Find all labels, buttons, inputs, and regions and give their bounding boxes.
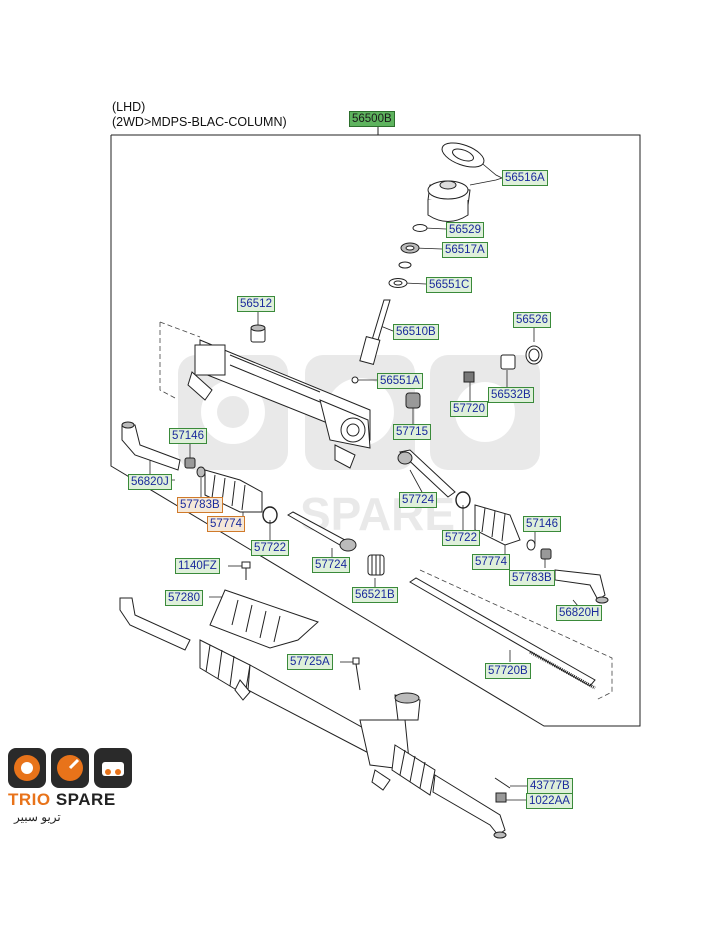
part-label[interactable]: 56516A [502,170,548,186]
cotter-pin-and-nut [494,777,511,803]
part-label[interactable]: 57146 [169,428,207,444]
part-label[interactable]: 57774 [207,516,245,532]
part-label[interactable]: 57720 [450,401,488,417]
part-label[interactable]: 56551A [377,373,423,389]
part-label[interactable]: 57725A [287,654,333,670]
part-label[interactable]: 57720B [485,663,531,679]
part-label[interactable]: 56529 [446,222,484,238]
part-label[interactable]: 56510B [393,324,439,340]
part-label[interactable]: 57715 [393,424,431,440]
seal-rings [388,224,428,288]
pinion-cover-assembly [427,142,485,222]
part-label[interactable]: 57146 [523,516,561,532]
inner-tie-rods [287,449,456,552]
dashed-outline [159,321,613,701]
part-label[interactable]: 1140FZ [175,558,220,574]
lower-assembly [119,597,507,839]
header-region: (LHD) [112,100,146,114]
part-label[interactable]: 56512 [237,296,275,312]
part-label[interactable]: 56526 [513,312,551,328]
right-tie-rod-end [554,569,609,604]
rack-housing [187,339,371,469]
assembly-frame [110,126,641,727]
part-label[interactable]: 57783B [177,497,223,513]
clamp-rings [262,491,471,524]
logo-icons [8,748,132,788]
part-label[interactable]: 43777B [527,778,573,794]
bolt-1140FZ [241,561,251,580]
bearing-56521B [367,554,385,576]
part-label[interactable]: 56521B [352,587,398,603]
pinion-shaft [359,299,391,365]
heat-protector [209,589,319,649]
part-label[interactable]: 57783B [509,570,555,586]
part-label-main[interactable]: 56500B [349,111,395,127]
bolt-57725A [352,657,361,691]
part-label[interactable]: 57774 [472,554,510,570]
right-boot [474,504,552,560]
part-label[interactable]: 57280 [165,590,203,606]
part-label[interactable]: 56532B [488,387,534,403]
bushing-56512 [250,324,266,343]
logo-arabic: تريو سبير [14,810,61,824]
part-label[interactable]: 56551C [426,277,473,293]
part-label[interactable]: 57722 [442,530,480,546]
part-label[interactable]: 57722 [251,540,289,556]
part-label[interactable]: 56517A [442,242,488,258]
rack-bar [409,577,596,690]
logo-wordmark: TRIO SPARE [8,790,116,809]
part-label[interactable]: 56820H [556,605,603,621]
part-label[interactable]: 57724 [312,557,350,573]
part-label[interactable]: 56820J [128,474,172,490]
brand-logo: TRIO SPARE تريو سبير [8,748,132,828]
header-spec: (2WD>MDPS-BLAC-COLUMN) [112,115,287,129]
part-label[interactable]: 1022AA [526,793,573,809]
part-label[interactable]: 57724 [399,492,437,508]
yoke-parts [351,345,543,409]
